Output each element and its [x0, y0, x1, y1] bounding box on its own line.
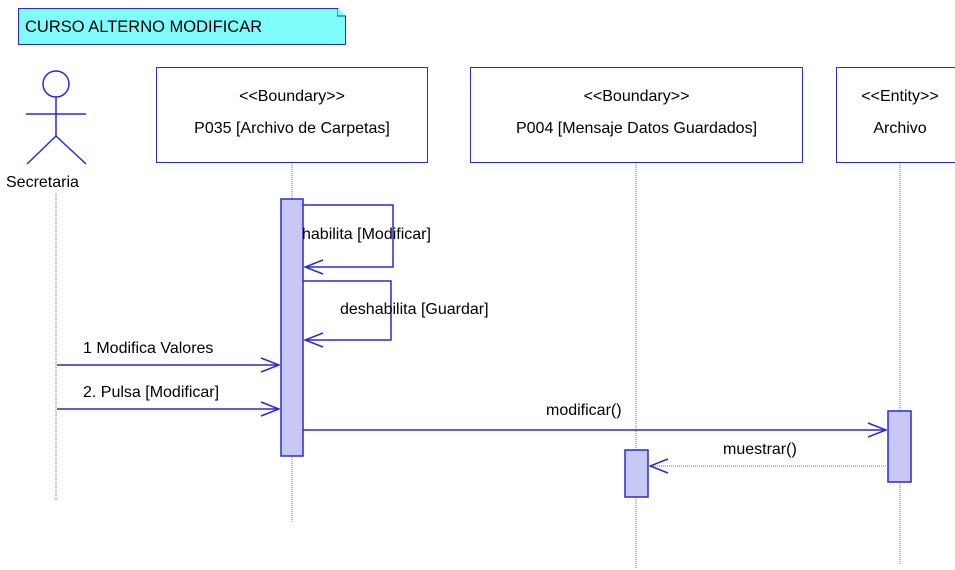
activation-p035 — [280, 198, 304, 457]
note-fold-icon — [338, 8, 346, 16]
lifeline-box-p004: <<Boundary>> P004 [Mensaje Datos Guardad… — [470, 67, 803, 163]
message-label-modificar: modificar() — [546, 402, 622, 419]
lifeline-box-archivo: <<Entity>> Archivo — [836, 67, 955, 163]
message-label-deshabilita: deshabilita [Guardar] — [340, 301, 489, 318]
lifeline-name: P004 [Mensaje Datos Guardados] — [515, 120, 758, 137]
stereotype-label: <<Entity>> — [861, 88, 939, 105]
activation-p004 — [624, 449, 649, 498]
self-message-deshabilita-arrow — [303, 280, 392, 340]
message-label-pulsa-modificar: 2. Pulsa [Modificar] — [83, 384, 220, 401]
lifeline-name: Archivo — [873, 120, 927, 137]
stereotype-label: <<Boundary>> — [239, 88, 345, 105]
note-fold-edge — [337, 8, 345, 17]
self-message-habilita-arrow — [303, 204, 394, 267]
message-label-muestrar: muestrar() — [723, 441, 797, 458]
actor-icon — [26, 70, 87, 165]
diagram-title-note: CURSO ALTERNO MODIFICAR — [18, 8, 346, 45]
actor-name: Secretaria — [6, 174, 79, 191]
stereotype-label: <<Boundary>> — [583, 88, 690, 105]
message-label-habilita: habilita [Modificar] — [302, 226, 431, 243]
activation-archivo — [887, 410, 912, 483]
diagram-title: CURSO ALTERNO MODIFICAR — [25, 18, 263, 36]
message-label-modifica-valores: 1 Modifica Valores — [83, 340, 214, 357]
lifeline-name: P035 [Archivo de Carpetas] — [194, 120, 390, 137]
lifeline-box-p035: <<Boundary>> P035 [Archivo de Carpetas] — [156, 67, 428, 163]
